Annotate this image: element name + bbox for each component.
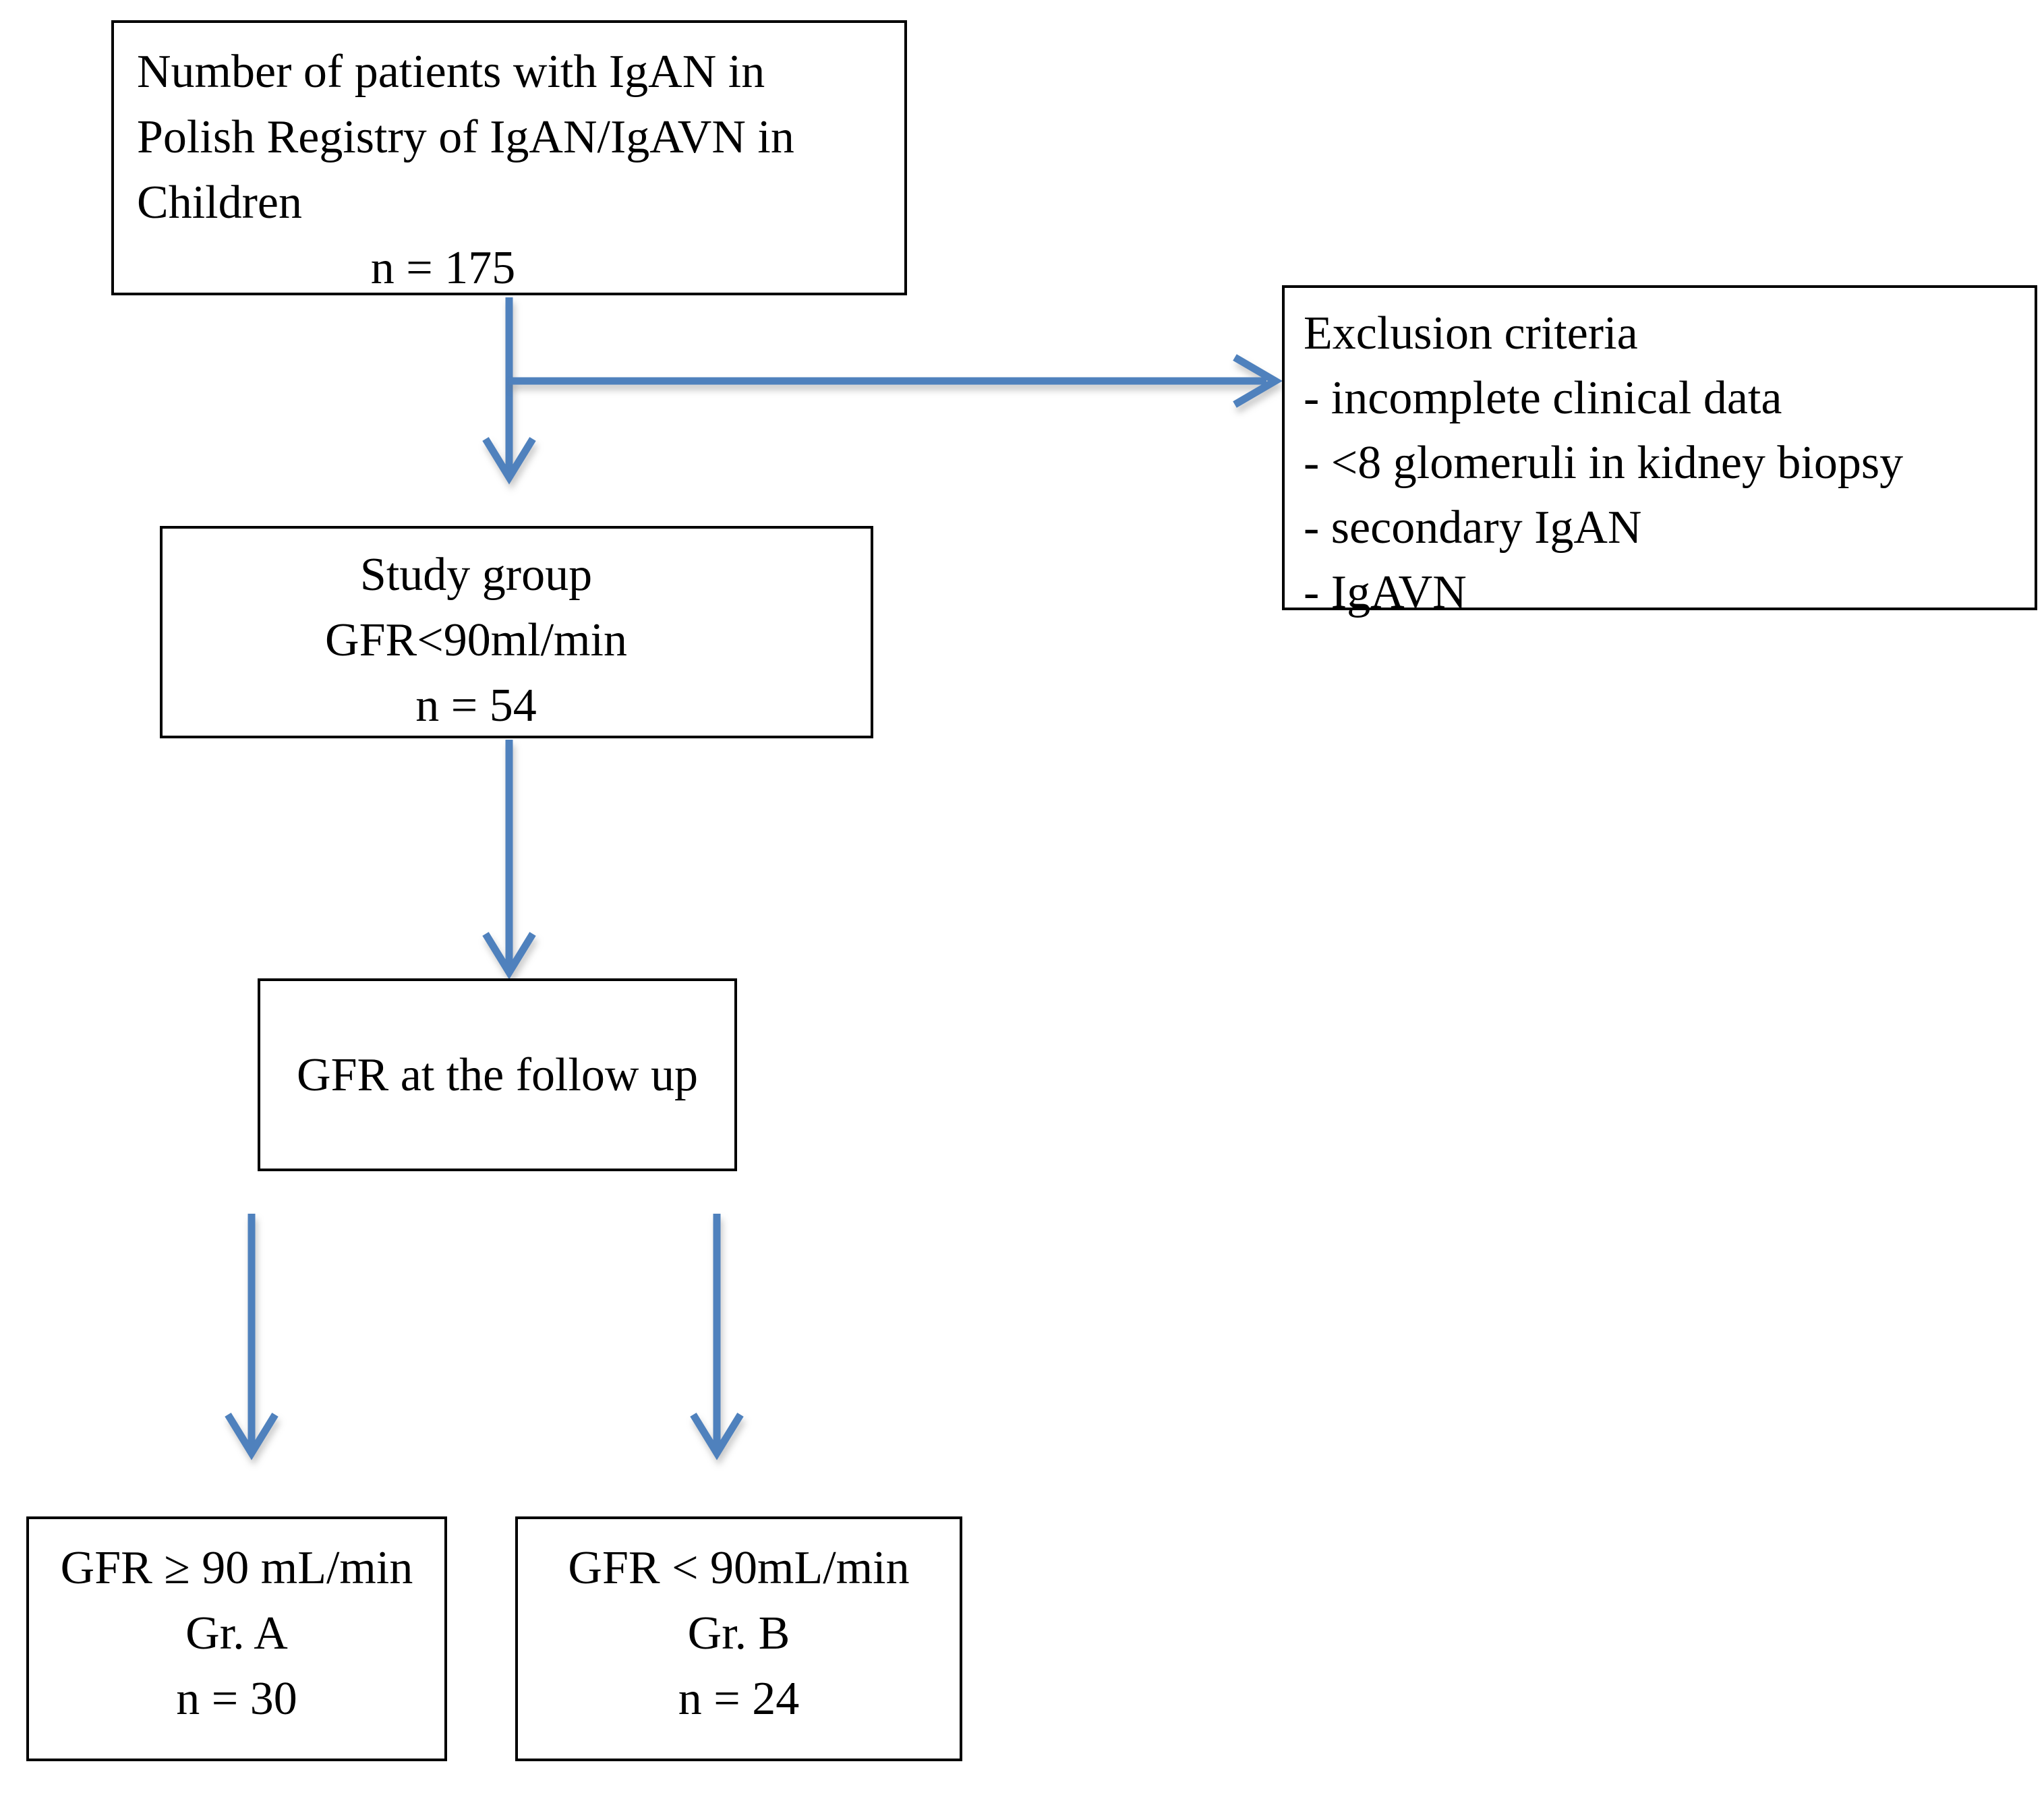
box-study-group: Study group GFR<90ml/min n = 54 — [160, 526, 873, 738]
group-a-count: n = 30 — [176, 1673, 297, 1725]
registry-line-1: Number of patients with IgAN in — [137, 46, 765, 98]
exclusion-item-1: - incomplete clinical data — [1304, 372, 1782, 424]
group-b-line-1: GFR < 90mL/min — [568, 1542, 910, 1594]
group-a-line-1: GFR ≥ 90 mL/min — [60, 1542, 413, 1594]
box-gfr-follow-up: GFR at the follow up — [258, 978, 737, 1171]
group-a-line-2: Gr. A — [185, 1607, 288, 1659]
right-arrow-registry-to-exclusion — [509, 354, 1283, 408]
study-group-line-2: GFR<90ml/min — [325, 614, 627, 666]
exclusion-title: Exclusion criteria — [1304, 307, 1638, 359]
group-b-count: n = 24 — [678, 1673, 800, 1725]
registry-line-2: Polish Registry of IgAN/IgAVN in — [137, 111, 794, 163]
box-group-b: GFR < 90mL/min Gr. B n = 24 — [515, 1516, 962, 1761]
exclusion-item-2: - <8 glomeruli in kidney biopsy — [1304, 437, 1904, 489]
exclusion-item-4: - IgAVN — [1304, 566, 1467, 618]
down-arrow-followup-to-group-a — [225, 1214, 279, 1460]
down-arrow-study-to-followup — [482, 740, 536, 980]
study-group-line-1: Study group — [359, 549, 593, 601]
down-arrow-followup-to-group-b — [690, 1214, 744, 1460]
registry-line-3: Children — [137, 177, 302, 229]
box-group-a: GFR ≥ 90 mL/min Gr. A n = 30 — [26, 1516, 447, 1761]
follow-up-label: GFR at the follow up — [297, 1049, 698, 1101]
box-exclusion-criteria: Exclusion criteria - incomplete clinical… — [1282, 285, 2037, 618]
exclusion-item-3: - secondary IgAN — [1304, 502, 1642, 554]
study-group-count: n = 54 — [415, 680, 537, 732]
group-b-line-2: Gr. B — [687, 1607, 790, 1659]
down-arrow-registry-to-study — [482, 297, 536, 485]
registry-count: n = 175 — [370, 242, 516, 294]
box-registry: Number of patients with IgAN in Polish R… — [111, 20, 907, 295]
